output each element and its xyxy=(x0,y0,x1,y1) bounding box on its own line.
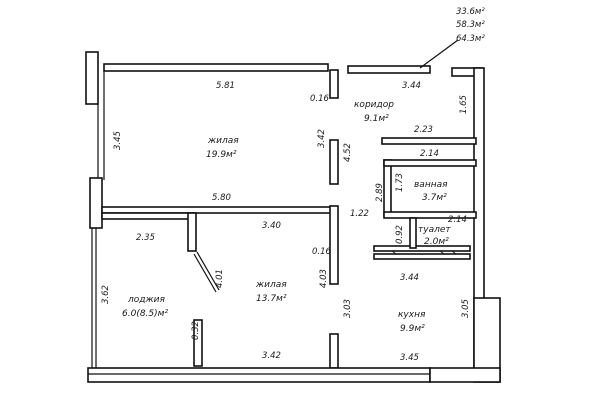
wall-loggia-lower xyxy=(193,319,203,367)
room-area-bathroom: 3.7м² xyxy=(422,193,447,203)
dim-toilet-top: 2.14 xyxy=(448,215,467,225)
dim-right-top: 1.65 xyxy=(459,95,469,114)
wall-toilet-bottom-2 xyxy=(373,253,471,260)
dim-kitchen-left: 3.03 xyxy=(343,299,353,318)
room-name-loggia: лоджия xyxy=(127,295,165,305)
dim-corridor-step: 2.23 xyxy=(414,125,433,135)
room-area-toilet: 2.0м² xyxy=(424,237,449,247)
dim-living1-bottom: 5.80 xyxy=(212,193,231,203)
room-area-kitchen: 9.9м² xyxy=(400,324,425,334)
room-name-living-2: жилая xyxy=(255,280,287,290)
summary-line-1: 33.6м² xyxy=(456,7,485,17)
room-name-corridor: коридор xyxy=(354,100,394,110)
wall-corridor-step xyxy=(381,137,477,145)
wall-top-left xyxy=(103,63,329,72)
wall-corridor-left xyxy=(329,69,339,99)
wall-bath-top xyxy=(383,159,477,167)
room-name-kitchen: кухня xyxy=(398,310,426,320)
dim-corridor-wall: 3.42 xyxy=(317,129,327,148)
room-area-corridor: 9.1м² xyxy=(364,114,389,124)
dim-bath-top: 2.14 xyxy=(420,149,439,159)
room-name-toilet: туалет xyxy=(418,225,451,235)
dim-loggia-top: 2.35 xyxy=(136,233,155,243)
dim-living1-left: 3.45 xyxy=(113,131,123,150)
dim-living2-top: 3.40 xyxy=(262,221,281,231)
door-swing xyxy=(193,251,220,293)
wall-loggia-door-jamb xyxy=(187,212,197,252)
dim-corridor-mid: 1.22 xyxy=(350,209,369,219)
dim-door-swing: 4.01 xyxy=(215,269,225,288)
wall-corridor-left-lower xyxy=(329,139,339,185)
summary-line-2: 58.3м² xyxy=(456,20,485,30)
dim-living2-right: 4.03 xyxy=(319,269,329,288)
wall-hatching xyxy=(391,250,457,255)
wall-left-mid xyxy=(89,177,103,229)
dim-kitchen-top: 3.44 xyxy=(400,273,419,283)
dim-kitchen-right: 3.05 xyxy=(461,299,471,318)
dim-living1-top: 5.81 xyxy=(216,81,235,91)
room-area-loggia: 6.0(8.5)м² xyxy=(122,309,168,319)
room-name-bathroom: ванная xyxy=(414,180,448,190)
dim-loggia-step: 0.32 xyxy=(191,321,201,340)
dim-partition-thin: 0.16 xyxy=(310,94,330,104)
wall-bath-left xyxy=(383,159,392,217)
room-area-living-2: 13.7м² xyxy=(256,294,287,304)
summary-line-3: 64.3м² xyxy=(456,34,485,44)
wall-bottom-right xyxy=(429,367,501,383)
wall-living1-bottom xyxy=(101,206,335,214)
wall-toilet-left xyxy=(409,217,417,249)
wall-living2-right xyxy=(329,205,339,285)
dim-corridor-top: 3.44 xyxy=(402,81,421,91)
leader-line xyxy=(419,39,459,69)
wall-top-right xyxy=(347,65,431,74)
wall-living2-right-lower xyxy=(329,333,339,369)
dim-bath-right: 1.73 xyxy=(395,173,405,192)
wall-toilet-bottom xyxy=(373,245,471,252)
wall-left-upper xyxy=(85,51,99,105)
room-name-living-1: жилая xyxy=(207,136,239,146)
room-area-living-1: 19.9м² xyxy=(206,150,237,160)
wall-bottom xyxy=(87,367,431,383)
dim-partition-thin-2: 0.16 xyxy=(312,247,332,257)
dim-bath-left: 2.89 xyxy=(375,183,385,202)
dim-living2-bottom: 3.42 xyxy=(262,351,281,361)
dim-loggia-left: 3.62 xyxy=(101,285,111,304)
wall-bath-bottom xyxy=(383,211,477,219)
wall-loggia-inner xyxy=(101,212,195,220)
dim-kitchen-bottom: 3.45 xyxy=(400,353,419,363)
dim-corridor-depth: 4.52 xyxy=(343,143,353,162)
dim-toilet-gap: 0.92 xyxy=(395,225,405,244)
